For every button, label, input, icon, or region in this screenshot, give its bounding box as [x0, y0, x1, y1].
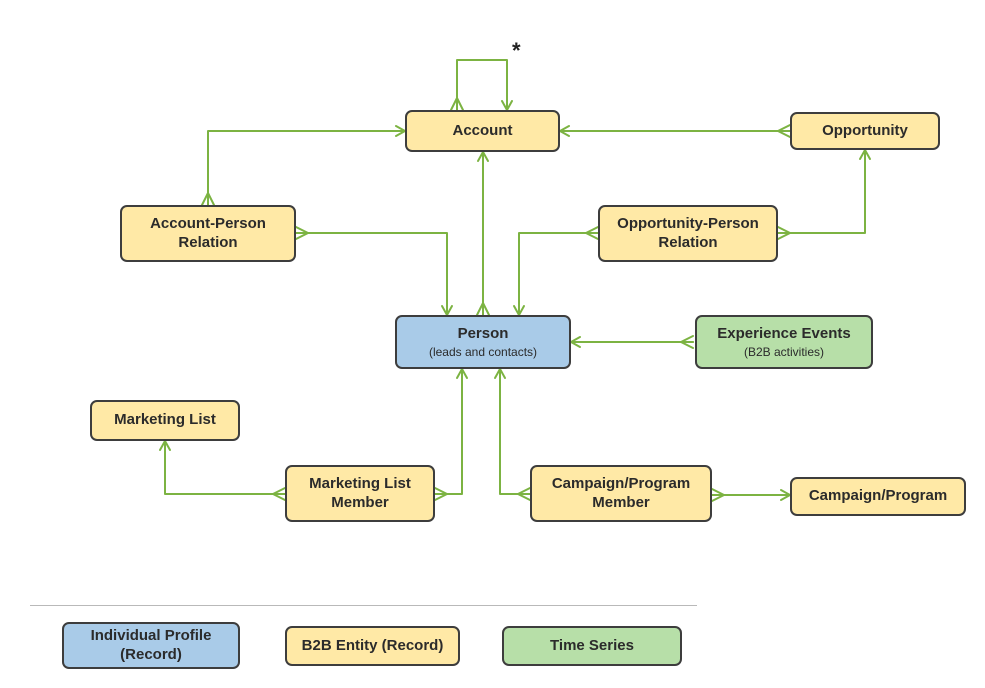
node-opportunity-label: Opportunity — [822, 121, 908, 139]
connector-campaign-program-member-campaign-program — [711, 488, 791, 502]
node-experience-events-sublabel: (B2B activities) — [743, 344, 825, 359]
node-campaign-program: Campaign/Program — [790, 477, 966, 516]
arrowhead-icon — [159, 440, 171, 451]
wire — [456, 59, 508, 111]
legend-individual-profile-label: Individual Profile (Record) — [90, 626, 212, 663]
connector-experience-events-person — [570, 335, 694, 349]
node-person: Person (leads and contacts) — [395, 315, 571, 369]
crow-foot-icon — [476, 302, 490, 316]
crow-foot-icon — [777, 124, 791, 138]
crow-foot-icon — [450, 97, 464, 111]
connector-opportunity-person-relation-person — [513, 226, 599, 316]
node-opportunity-person-relation-label: Opportunity-Person Relation — [617, 214, 759, 251]
connector-account-self-loop — [450, 59, 513, 111]
connector-account-person-relation-person — [295, 226, 453, 316]
connector-opportunity-account — [559, 124, 791, 138]
crow-foot-icon — [680, 335, 694, 349]
node-opportunity: Opportunity — [790, 112, 940, 150]
node-marketing-list-member-label: Marketing List Member — [309, 474, 411, 511]
node-account-person-relation-label: Account-Person Relation — [150, 214, 266, 251]
connector-account-person-relation-account — [201, 125, 406, 206]
arrowhead-icon — [456, 368, 468, 379]
wire — [518, 232, 599, 316]
node-marketing-list: Marketing List — [90, 400, 240, 441]
node-marketing-list-member: Marketing List Member — [285, 465, 435, 522]
node-experience-events: Experience Events (B2B activities) — [695, 315, 873, 369]
legend-item-time-series: Time Series — [502, 626, 682, 666]
crow-foot-icon — [295, 226, 309, 240]
node-experience-events-label: Experience Events — [717, 324, 851, 342]
wire — [164, 440, 286, 495]
node-opportunity-person-relation: Opportunity-Person Relation — [598, 205, 778, 262]
crow-foot-icon — [585, 226, 599, 240]
legend-item-b2b-entity: B2B Entity (Record) — [285, 626, 460, 666]
node-account: Account — [405, 110, 560, 152]
node-campaign-program-member-label: Campaign/Program Member — [551, 474, 691, 511]
connector-person-account — [476, 151, 490, 316]
arrowhead-icon — [559, 125, 570, 137]
arrowhead-icon — [570, 336, 581, 348]
wire — [777, 149, 866, 234]
wire — [295, 232, 448, 316]
node-person-label: Person — [457, 324, 509, 342]
wire — [207, 130, 406, 206]
connector-opportunity-person-relation-opportunity — [777, 149, 871, 240]
crow-foot-icon — [272, 487, 286, 501]
legend-divider — [30, 605, 697, 606]
legend-time-series-label: Time Series — [550, 636, 634, 654]
node-marketing-list-label: Marketing List — [114, 411, 216, 429]
arrowhead-icon — [859, 149, 871, 160]
crow-foot-icon — [201, 192, 215, 206]
connector-marketing-list-member-person — [434, 368, 468, 501]
crow-foot-icon — [711, 488, 725, 502]
crow-foot-icon — [777, 226, 791, 240]
self-loop-cardinality-label: * — [512, 38, 521, 63]
crow-foot-icon — [434, 487, 448, 501]
connector-campaign-program-member-person — [494, 368, 531, 501]
wire — [499, 368, 531, 495]
legend-b2b-entity-label: B2B Entity (Record) — [301, 636, 444, 654]
connector-marketing-list-member-marketing-list — [159, 440, 286, 501]
crow-foot-icon — [517, 487, 531, 501]
node-campaign-program-member: Campaign/Program Member — [530, 465, 712, 522]
node-campaign-program-label: Campaign/Program — [808, 487, 948, 505]
node-account-label: Account — [452, 121, 513, 139]
arrowhead-icon — [477, 151, 489, 162]
legend-item-individual-profile: Individual Profile (Record) — [62, 622, 240, 669]
arrowhead-icon — [494, 368, 506, 379]
node-account-person-relation: Account-Person Relation — [120, 205, 296, 262]
wire — [434, 368, 463, 495]
node-person-sublabel: (leads and contacts) — [428, 344, 538, 359]
